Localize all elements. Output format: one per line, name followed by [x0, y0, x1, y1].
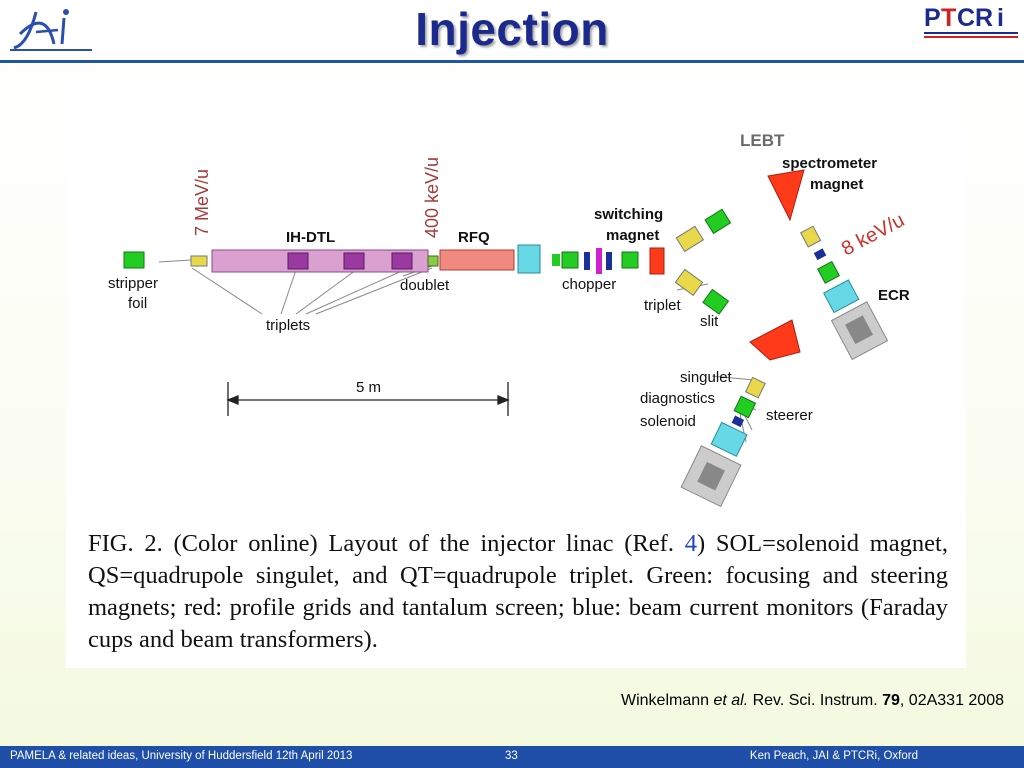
label-foil: foil [128, 295, 147, 312]
switching-magnet [649, 247, 665, 275]
page-number: 33 [505, 750, 518, 762]
chopper-green-2 [561, 251, 579, 269]
svg-text:P: P [924, 4, 941, 32]
lower-dipole-magnet [749, 319, 801, 361]
jai-logo [10, 9, 92, 51]
doublet-magnet [427, 255, 439, 267]
lebt-upper-branch [675, 208, 732, 253]
dtl-triplet-1 [287, 252, 309, 270]
caption-part2: ) SOL=solenoid magnet, QS=quadrupole sin… [88, 530, 948, 653]
citation-rest: , 02A331 2008 [899, 692, 1004, 709]
citation: Winkelmann et al. Rev. Sci. Instrum. 79,… [621, 692, 1004, 710]
citation-journal: Rev. Sci. Instrum. [748, 692, 883, 709]
label-rfq: RFQ [458, 229, 490, 246]
spectrometer-magnet [767, 169, 805, 222]
figure-panel: LEBT spectrometer magnet 8 keV/u ECR swi… [66, 80, 966, 668]
chopper-blue-2 [606, 252, 612, 270]
label-magnet-1: magnet [810, 176, 863, 193]
citation-author: Winkelmann [620, 692, 714, 709]
slide-header: Injection P T CR i [0, 0, 1024, 63]
label-magnet-2: magnet [606, 227, 659, 244]
ptcri-logo: P T CR i [924, 4, 1018, 38]
label-triplet: triplet [644, 297, 682, 314]
stripper-foil-magnet [123, 251, 145, 269]
label-scale: 5 m [356, 379, 381, 396]
citation-volume: 79 [882, 692, 900, 709]
label-chopper: chopper [562, 276, 616, 293]
label-singulet: singulet [680, 369, 733, 386]
figure-caption: FIG. 2. (Color online) Layout of the inj… [88, 528, 948, 656]
citation-etal: et al. [713, 692, 749, 709]
label-ihdtl: IH-DTL [286, 229, 335, 246]
footer-right: Ken Peach, JAI & PTCRi, Oxford [749, 750, 918, 762]
label-diagnostics: diagnostics [640, 390, 715, 407]
label-ecr: ECR [878, 287, 910, 304]
chopper-blue [584, 252, 590, 270]
label-lebt: LEBT [740, 131, 785, 150]
label-doublet: doublet [400, 277, 450, 294]
page-title: Injection [415, 3, 609, 55]
svg-text:i: i [997, 4, 1004, 32]
lower-source-line [680, 376, 766, 508]
lower-branch [674, 268, 730, 315]
svg-text:T: T [941, 4, 956, 32]
chopper-green-3 [621, 251, 639, 269]
chopper-green-1 [552, 254, 560, 266]
label-energy-7: 7 MeV/u [192, 169, 212, 236]
footer-bar: PAMELA & related ideas, University of Hu… [0, 746, 1024, 768]
scale-bar [226, 382, 510, 416]
rfq-tank [439, 249, 515, 271]
label-solenoid: solenoid [640, 413, 696, 430]
label-triplets: triplets [266, 317, 310, 334]
caption-ref-link[interactable]: 4 [684, 530, 697, 557]
svg-text:CR: CR [957, 4, 993, 32]
header-rule [0, 60, 1024, 63]
label-stripper: stripper [108, 275, 158, 292]
steerer-small-1 [190, 255, 208, 267]
label-spectrometer: spectrometer [782, 155, 877, 172]
dtl-triplet-2 [343, 252, 365, 270]
caption-part1: FIG. 2. (Color online) Layout of the inj… [88, 530, 685, 557]
label-energy-8: 8 keV/u [838, 209, 908, 260]
ecr-line [800, 225, 889, 361]
label-steerer: steerer [766, 407, 813, 424]
footer-left: PAMELA & related ideas, University of Hu… [10, 750, 353, 762]
label-slit: slit [700, 313, 719, 330]
label-switching: switching [594, 206, 663, 223]
chopper-magenta [596, 248, 602, 274]
injector-layout-diagram: LEBT spectrometer magnet 8 keV/u ECR swi… [108, 131, 910, 508]
rfq-coupler [517, 244, 541, 274]
dtl-triplet-3 [391, 252, 413, 270]
label-energy-400: 400 keV/u [422, 157, 442, 238]
